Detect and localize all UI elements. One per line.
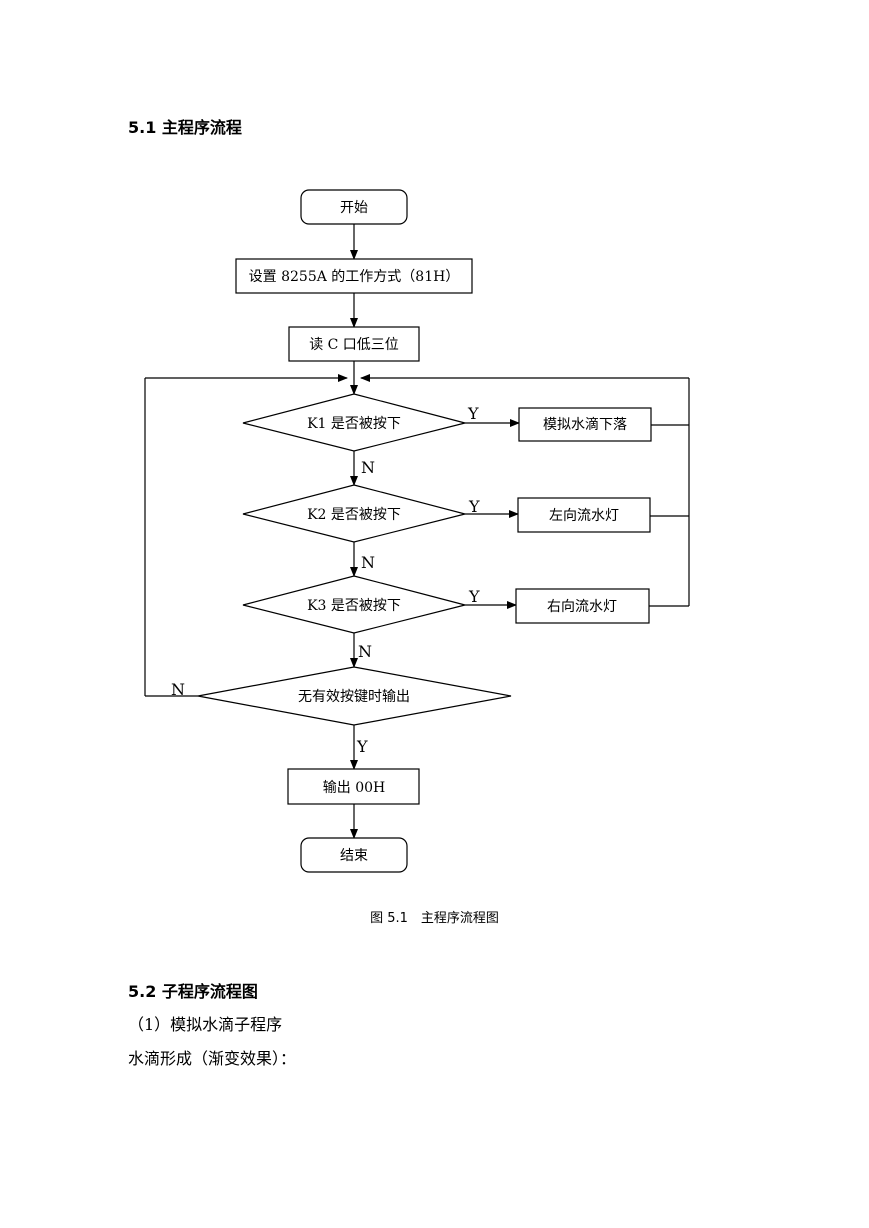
n-label-k2: N — [361, 553, 375, 572]
start-terminator — [300, 189, 408, 225]
read-port-box — [288, 326, 420, 362]
section-2-line: 水滴形成（渐变效果）： — [128, 1049, 297, 1068]
action-drop-box — [518, 407, 652, 442]
action-drop-label: 模拟水滴下落 — [543, 416, 627, 433]
k2-decision — [242, 484, 466, 543]
section-1-title: 5.1 主程序流程 — [128, 118, 242, 137]
connector-lines — [144, 224, 690, 839]
start-label: 开始 — [340, 200, 368, 216]
y-label-k2: Y — [468, 497, 480, 516]
y-label-no-key: Y — [356, 737, 368, 756]
k3-decision — [242, 575, 466, 634]
section-2-title: 5.2 子程序流程图 — [128, 982, 258, 1001]
figure-caption: 图 5.1 主程序流程图 — [370, 911, 499, 926]
n-label-k1: N — [361, 458, 375, 477]
section-2-subtitle: （1）模拟水滴子程序 — [128, 1015, 283, 1034]
k1-decision — [242, 393, 466, 452]
action-left-label: 左向流水灯 — [549, 508, 619, 524]
output-box — [287, 768, 420, 805]
y-label-k3: Y — [468, 587, 480, 606]
set-mode-label: 设置 8255A 的工作方式（81H） — [249, 269, 460, 285]
end-label: 结束 — [340, 848, 368, 864]
output-label: 输出 00H — [323, 780, 385, 796]
k2-label: K2 是否被按下 — [307, 507, 401, 523]
no-key-label: 无有效按键时输出 — [298, 689, 410, 705]
k1-label: K1 是否被按下 — [307, 416, 401, 432]
k3-label: K3 是否被按下 — [307, 598, 401, 614]
action-right-box — [515, 588, 650, 624]
n-label-no-key: N — [171, 680, 185, 699]
action-right-label: 右向流水灯 — [547, 599, 617, 615]
n-label-k3: N — [358, 642, 372, 661]
end-terminator — [300, 837, 408, 873]
set-mode-box — [235, 258, 473, 294]
y-label-k1: Y — [467, 404, 479, 423]
action-left-box — [517, 497, 651, 533]
main-program-flowchart: 开始 设置 8255A 的工作方式（81H） 读 C 口低三位 K1 是否被按下… — [144, 189, 690, 873]
read-port-label: 读 C 口低三位 — [309, 336, 399, 353]
no-key-decision — [197, 666, 512, 726]
